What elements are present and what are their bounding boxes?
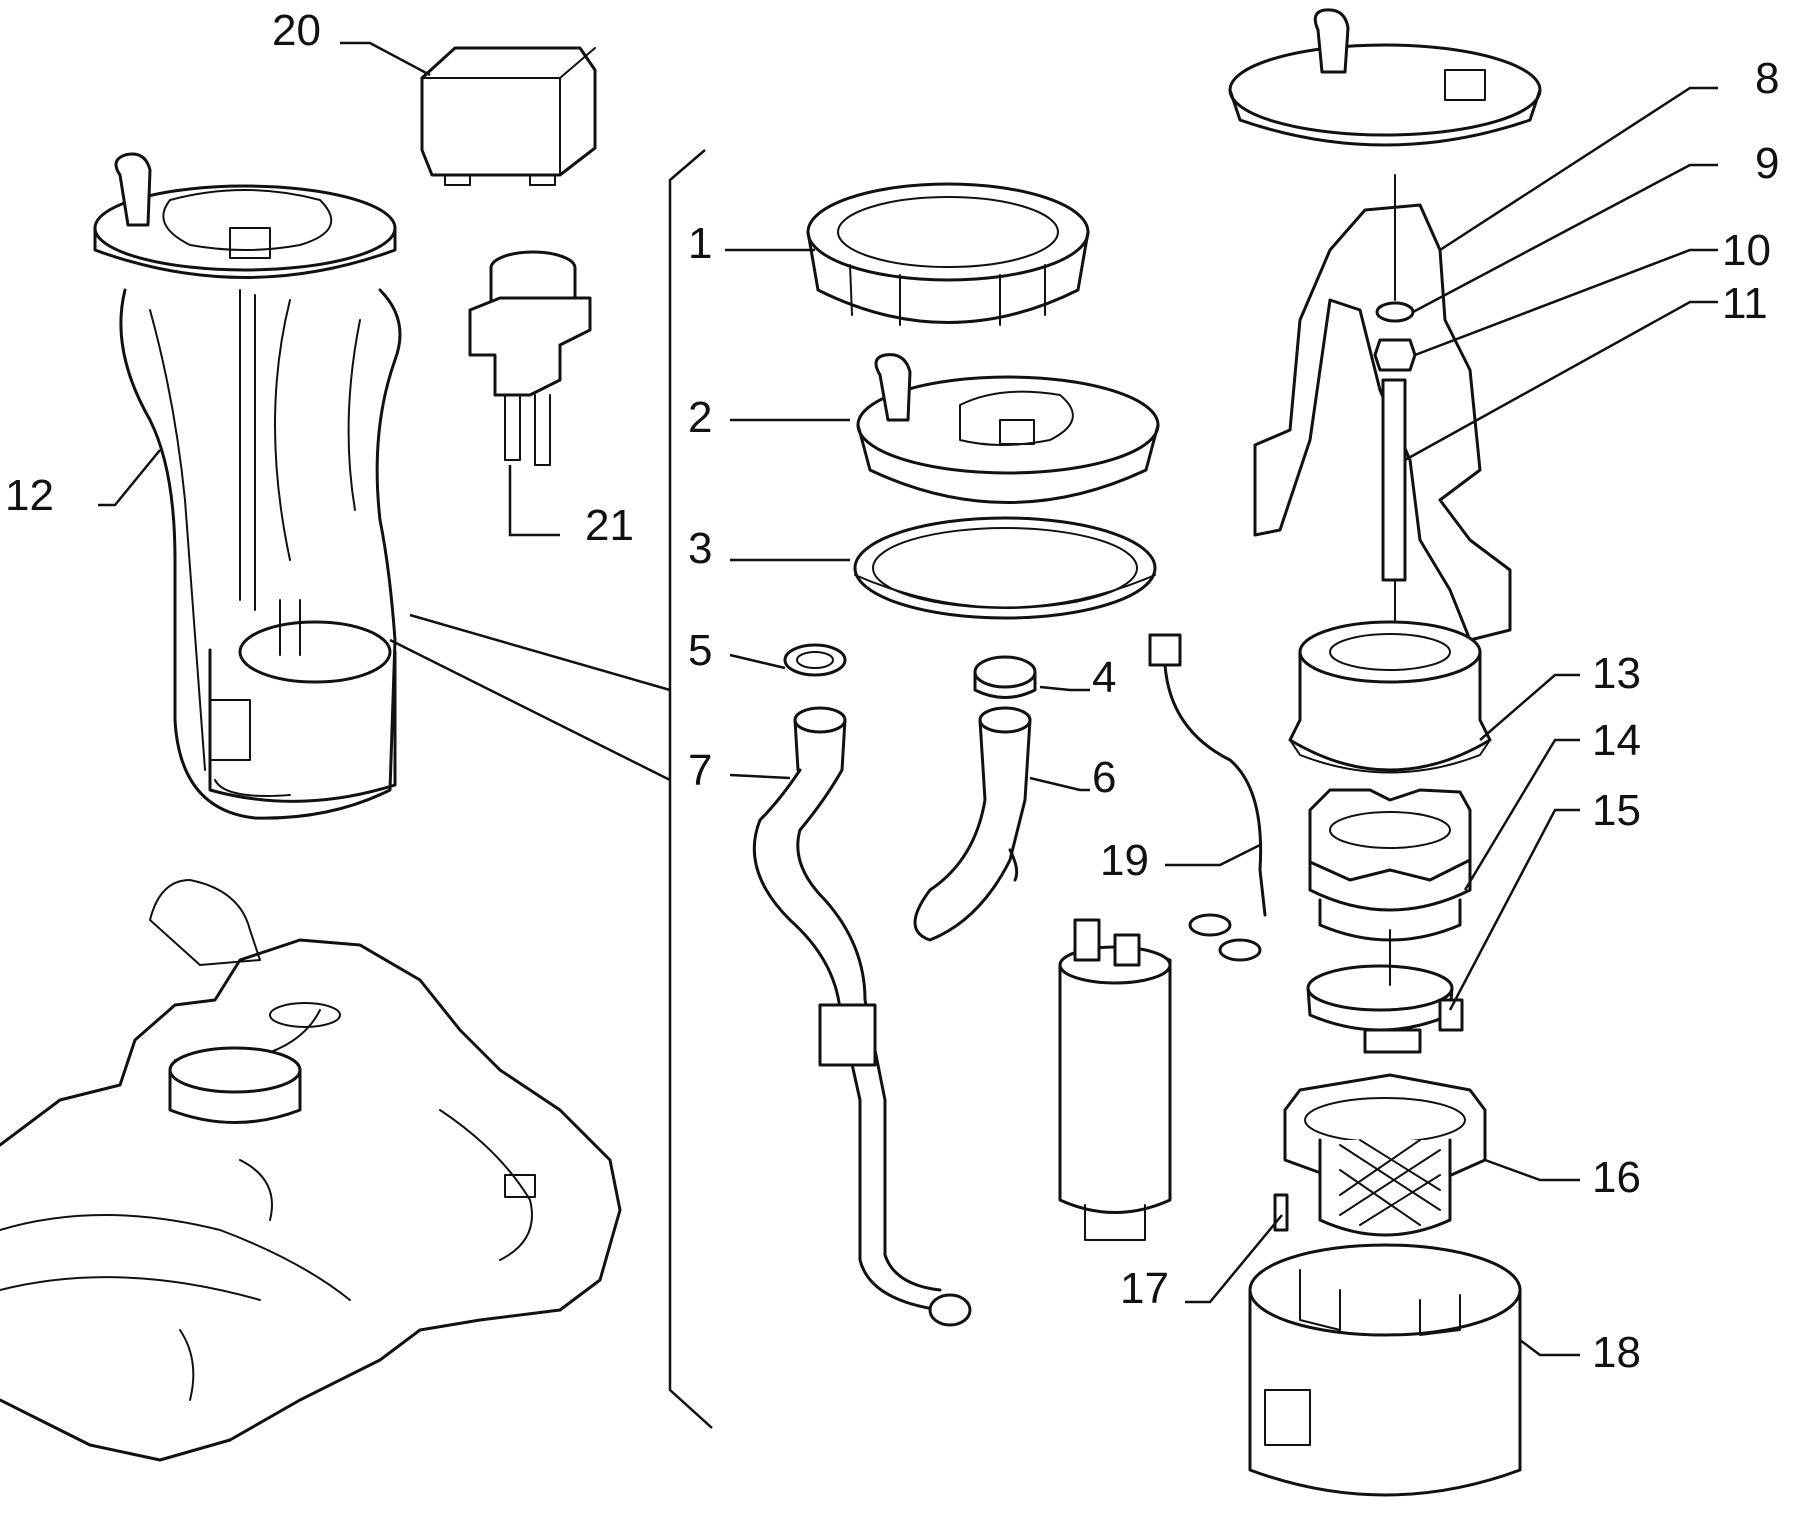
callout-3: 3: [688, 524, 712, 573]
callout-19: 19: [1100, 836, 1149, 885]
part-9-washer: [1375, 301, 1415, 323]
part-7-hose: [752, 706, 972, 1327]
part-15-clamp: [1306, 964, 1464, 1054]
assembly-bracket: [389, 149, 713, 1429]
callout-2: 2: [688, 393, 712, 442]
callout-17: 17: [1120, 1264, 1169, 1313]
part-4-clamp: [973, 655, 1037, 699]
callout-11: 11: [1722, 279, 1768, 328]
callout-4: 4: [1092, 653, 1116, 702]
part-11-rod: [1381, 378, 1407, 582]
callout-9: 9: [1755, 139, 1779, 188]
callout-16: 16: [1592, 1153, 1641, 1202]
callout-14: 14: [1592, 716, 1641, 765]
part-upper-flange: [1228, 8, 1542, 147]
part-20-relay: [420, 46, 597, 186]
callout-1: 1: [688, 219, 712, 268]
callout-15: 15: [1592, 786, 1641, 835]
callout-18: 18: [1592, 1328, 1641, 1377]
callout-12: 12: [5, 471, 54, 520]
part-13-housing: [1288, 620, 1492, 774]
part-17-screw: [1273, 1193, 1289, 1232]
part-16-filter: [1283, 1073, 1487, 1237]
part-1-lock-ring: [806, 182, 1090, 326]
part-5-clamp: [783, 643, 847, 677]
callout-labels: 1 2 3 4 5 6 7 8 9 10 11 12 13 14 15 16 1…: [5, 6, 1779, 1377]
callout-8: 8: [1755, 54, 1779, 103]
part-19-wire: [1148, 633, 1267, 962]
callout-21: 21: [585, 501, 634, 550]
part-12-pump-assembly: [93, 152, 402, 820]
part-14-gear: [1308, 788, 1472, 942]
part-2-flange: [856, 353, 1160, 504]
part-21-sensor: [468, 250, 592, 466]
callout-10: 10: [1722, 226, 1771, 275]
part-6-hose: [913, 706, 1032, 942]
part-10-nut: [1373, 338, 1417, 372]
fuel-tank: [0, 879, 622, 1462]
leader-lines: [98, 41, 1718, 1357]
callout-5: 5: [688, 626, 712, 675]
part-8-bracket: [1253, 203, 1512, 642]
callout-20: 20: [272, 6, 321, 55]
callout-6: 6: [1092, 753, 1116, 802]
part-18-reservoir: [1248, 1243, 1522, 1497]
fuel-pump-motor: [1058, 918, 1172, 1241]
callout-13: 13: [1592, 649, 1641, 698]
callout-7: 7: [688, 746, 712, 795]
part-3-seal: [853, 516, 1157, 620]
